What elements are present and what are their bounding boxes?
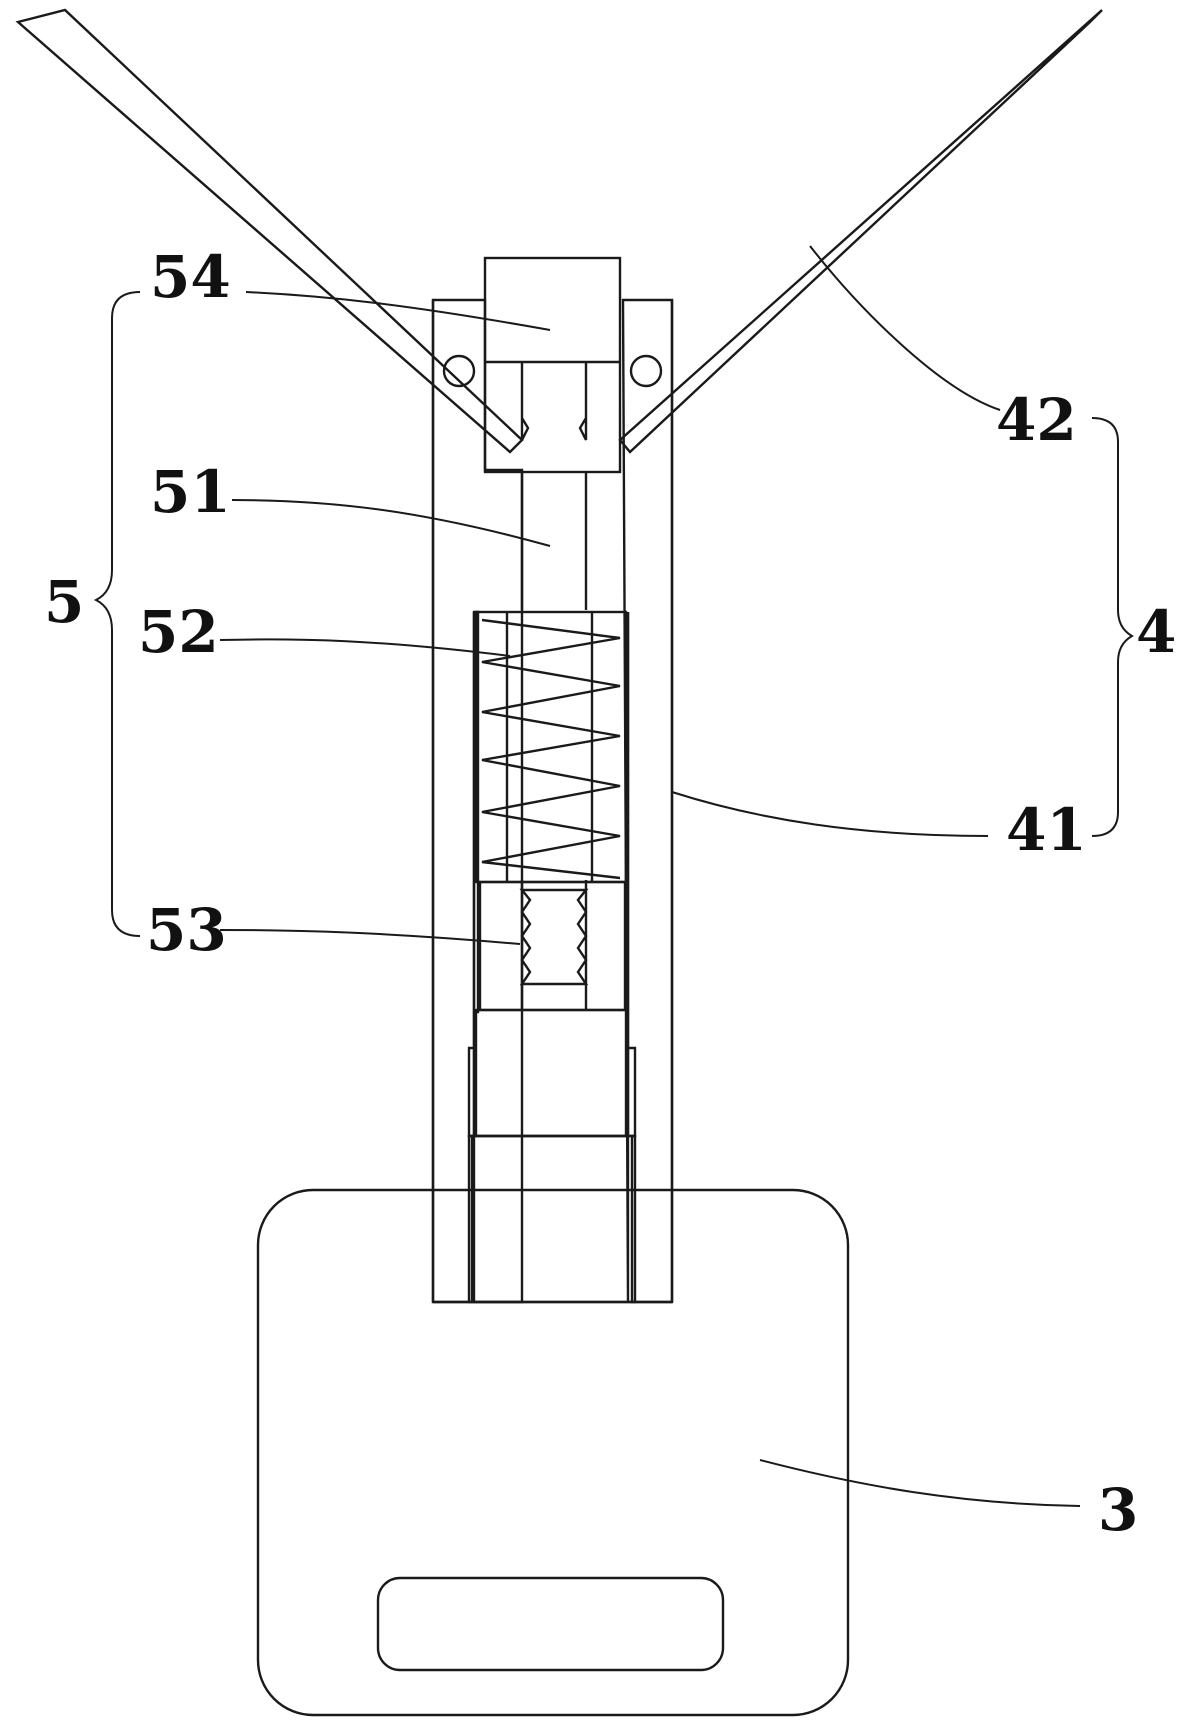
threaded-block <box>478 880 627 1012</box>
head-block <box>483 256 622 474</box>
label-54: 54 <box>150 243 231 311</box>
label-3: 3 <box>1098 1476 1138 1544</box>
label-53: 53 <box>146 896 227 964</box>
label-52: 52 <box>138 598 219 666</box>
spring-coil <box>481 618 621 880</box>
label-41: 41 <box>1006 796 1087 864</box>
leader-42 <box>809 245 1001 411</box>
threaded-bore <box>519 888 589 986</box>
tray-body <box>256 1188 850 1717</box>
spring <box>474 610 628 884</box>
label-42: 42 <box>996 386 1077 454</box>
sleeve-bottom-socket <box>467 1134 637 1304</box>
leader-51 <box>231 499 551 547</box>
tray-slot <box>376 1576 725 1672</box>
threaded-block-body <box>478 880 627 1012</box>
arms <box>15 8 1103 454</box>
rod-lower-section <box>474 1008 628 1138</box>
sleeve <box>431 298 674 1304</box>
leader-53 <box>219 929 521 945</box>
leader-41 <box>671 791 989 837</box>
label-5: 5 <box>44 568 84 636</box>
rod <box>474 472 628 1138</box>
brace-right <box>1091 417 1135 837</box>
label-4: 4 <box>1136 598 1176 666</box>
pivot-left <box>442 354 476 388</box>
head-block-body <box>483 256 622 474</box>
leader-54 <box>245 291 551 331</box>
pivot-right <box>629 354 663 388</box>
leader-52 <box>219 638 511 657</box>
arm-right <box>618 9 1103 454</box>
leader-3 <box>759 1459 1081 1507</box>
tray <box>256 1188 850 1717</box>
label-51: 51 <box>150 458 231 526</box>
arm-left <box>15 8 524 454</box>
brace-left <box>93 291 141 937</box>
